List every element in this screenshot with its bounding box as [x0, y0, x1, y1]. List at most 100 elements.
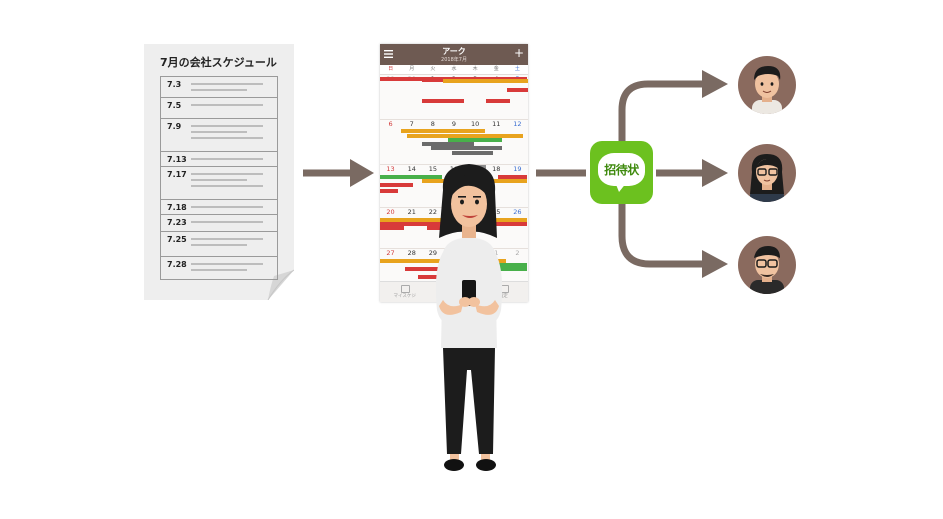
woman-with-glasses-avatar-icon [750, 154, 784, 202]
event-bar[interactable] [380, 183, 413, 187]
calendar-day[interactable]: 6 [388, 120, 393, 128]
event-bar[interactable] [380, 226, 405, 230]
calendar-day[interactable]: 25 [492, 208, 501, 216]
schedule-row: 7.9 [160, 118, 278, 151]
paper-sheet-icon [144, 44, 294, 300]
schedule-row: 7.23 [160, 214, 278, 231]
invitation-badge: 招待状 [590, 141, 653, 204]
month-label: 2018年7月 [441, 57, 467, 63]
user-avatar-1 [738, 56, 796, 114]
calendar-day[interactable]: 11 [492, 120, 501, 128]
arrow-to-user-1 [618, 80, 704, 141]
add-event-icon[interactable]: + [513, 46, 524, 60]
calendar-week: 6 7 8 9 10 11 12 [380, 120, 528, 165]
app-header: アーク 2018年7月 + [380, 44, 528, 65]
event-bar[interactable] [380, 189, 399, 193]
schedule-text-lines [191, 221, 271, 227]
calendar-day[interactable]: 10 [470, 120, 480, 128]
calendar-day[interactable]: 8 [430, 120, 435, 128]
event-bar[interactable] [405, 267, 451, 271]
schedule-date: 7.23 [167, 218, 187, 227]
schedule-text-lines [191, 125, 271, 143]
tab-item[interactable]: マイスケジ [380, 282, 429, 302]
schedule-text-lines [191, 83, 271, 95]
schedule-row: 7.25 [160, 231, 278, 256]
arrowhead-user-1 [702, 70, 728, 98]
event-bar[interactable] [447, 138, 502, 142]
schedule-date: 7.13 [167, 155, 187, 164]
schedule-date: 7.3 [167, 80, 182, 89]
calendar-day[interactable]: 18 [492, 165, 501, 173]
event-bar[interactable] [506, 88, 528, 92]
schedule-date: 7.9 [167, 122, 182, 131]
schedule-text-lines [191, 238, 271, 250]
weekday-label: 金 [493, 66, 499, 72]
invitation-label: 招待状 [604, 163, 639, 177]
schedule-row: 7.13 [160, 151, 278, 166]
weekday-label: 水 [451, 66, 457, 72]
schedule-text-lines [191, 104, 271, 110]
weekday-label: 土 [514, 66, 520, 72]
user-avatar-3 [738, 236, 796, 294]
calendar-day[interactable]: 15 [428, 165, 437, 173]
event-bar[interactable] [430, 146, 502, 150]
tab-icon [401, 285, 411, 293]
calendar-day[interactable]: 29 [428, 249, 437, 257]
event-bar[interactable] [422, 99, 464, 103]
calendar-day[interactable]: 9 [451, 120, 457, 128]
event-bar[interactable] [451, 151, 494, 155]
schedule-row: 7.18 [160, 199, 278, 214]
event-bar[interactable] [485, 99, 511, 103]
calendar-day[interactable]: 14 [407, 165, 416, 173]
calendar-day[interactable]: 19 [513, 165, 522, 173]
weekday-label: 火 [430, 66, 436, 72]
speech-bubble-tail-icon [615, 182, 627, 192]
menu-icon[interactable] [384, 50, 393, 58]
schedule-date: 7.5 [167, 101, 182, 110]
schedule-row: 7.17 [160, 166, 278, 199]
weekday-label: 木 [472, 66, 478, 72]
arrowhead-1 [350, 159, 374, 187]
schedule-date: 7.17 [167, 170, 187, 179]
tab-label: 設定 [498, 294, 508, 299]
calendar-day[interactable]: 21 [407, 208, 416, 216]
schedule-date: 7.28 [167, 260, 187, 269]
calendar-day[interactable]: 12 [513, 120, 522, 128]
app-title: アーク [442, 47, 466, 56]
arrow-to-user-3 [618, 204, 704, 268]
document-title: 7月の会社スケジュール [160, 56, 277, 69]
event-bar[interactable] [498, 175, 527, 179]
event-bar[interactable] [473, 263, 527, 267]
event-bar[interactable] [422, 142, 475, 146]
schedule-text-lines [191, 263, 271, 275]
calendar-day[interactable]: 27 [386, 249, 395, 257]
schedule-text-lines [191, 173, 271, 191]
user-avatar-2 [738, 144, 796, 202]
calendar-day[interactable]: 28 [407, 249, 416, 257]
calendar-day[interactable]: 22 [428, 208, 437, 216]
event-bar[interactable] [426, 226, 451, 230]
calendar-day[interactable]: 26 [513, 208, 522, 216]
calendar-day[interactable]: 13 [386, 165, 395, 173]
calendar-day[interactable]: 20 [386, 208, 395, 216]
paper-schedule-document: 7月の会社スケジュール 7.3 7.5 7.9 7.13 7.17 7.18 7.23 7.2… [144, 44, 294, 300]
schedule-text-lines [191, 206, 271, 212]
event-bar[interactable] [443, 79, 528, 83]
calendar-day[interactable]: 1 [494, 249, 499, 257]
calendar-day[interactable]: 2 [515, 249, 520, 257]
event-bar[interactable] [380, 175, 443, 179]
schedule-table: 7.3 7.5 7.9 7.13 7.17 7.18 7.23 7.25 7.28 [160, 76, 278, 280]
weekday-label: 日 [388, 66, 394, 72]
tab-label: マイスケジ [393, 294, 416, 299]
event-bar[interactable] [407, 134, 523, 138]
arrowhead-user-3 [702, 250, 728, 278]
man-with-glasses-avatar-icon [750, 246, 784, 294]
event-bar[interactable] [401, 129, 485, 133]
calendar-day[interactable]: 7 [409, 120, 414, 128]
schedule-row: 7.3 [160, 76, 278, 97]
schedule-row: 7.5 [160, 97, 278, 118]
schedule-row: 7.28 [160, 256, 278, 280]
speech-bubble-icon [598, 153, 645, 186]
schedule-date: 7.25 [167, 235, 187, 244]
